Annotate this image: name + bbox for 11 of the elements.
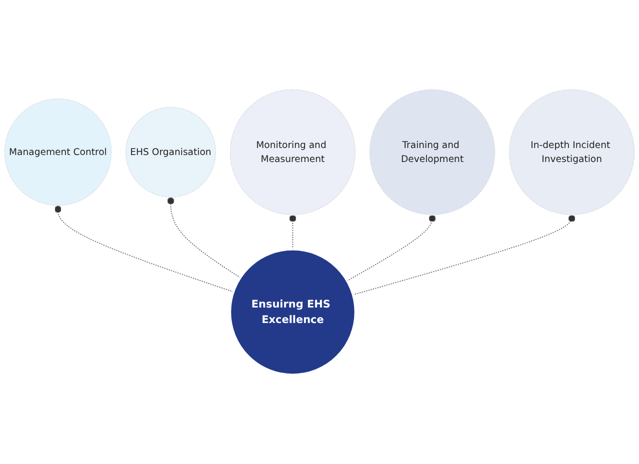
node-circle: EHS Organisation — [126, 106, 216, 198]
node-circle: Training and Development — [369, 89, 496, 215]
node-circle: Ensuirng EHS Excellence — [229, 248, 356, 376]
connector — [352, 214, 576, 296]
connector — [54, 204, 234, 292]
node-circle: Monitoring and Measurement — [230, 89, 356, 215]
connector — [346, 214, 436, 282]
connector — [289, 214, 296, 250]
node-circle: Management Control — [4, 98, 112, 206]
node-circle: In-depth Incident Investigation — [509, 89, 635, 215]
connector — [167, 196, 241, 278]
